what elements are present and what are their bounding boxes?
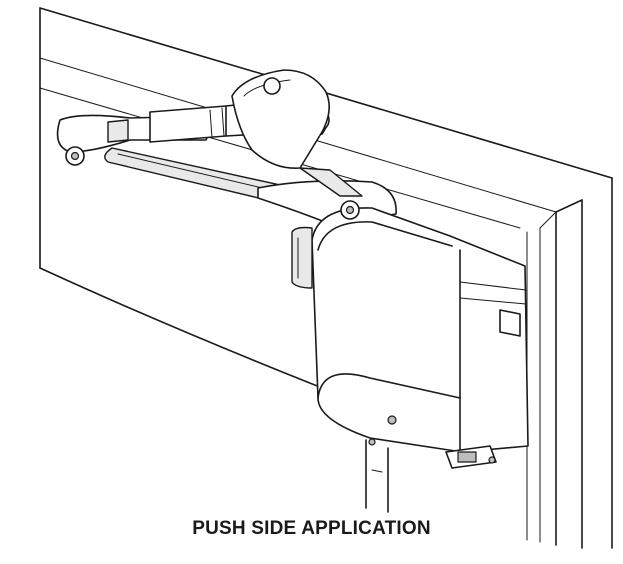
arm-linkage bbox=[56, 69, 363, 197]
figure-caption: PUSH SIDE APPLICATION bbox=[192, 518, 431, 539]
mounting-bracket bbox=[291, 226, 313, 289]
operator-body bbox=[311, 207, 529, 453]
door-panel bbox=[365, 439, 389, 513]
pivot-bolt bbox=[340, 200, 360, 220]
switch-plate bbox=[445, 445, 497, 469]
door-frame bbox=[526, 199, 583, 549]
